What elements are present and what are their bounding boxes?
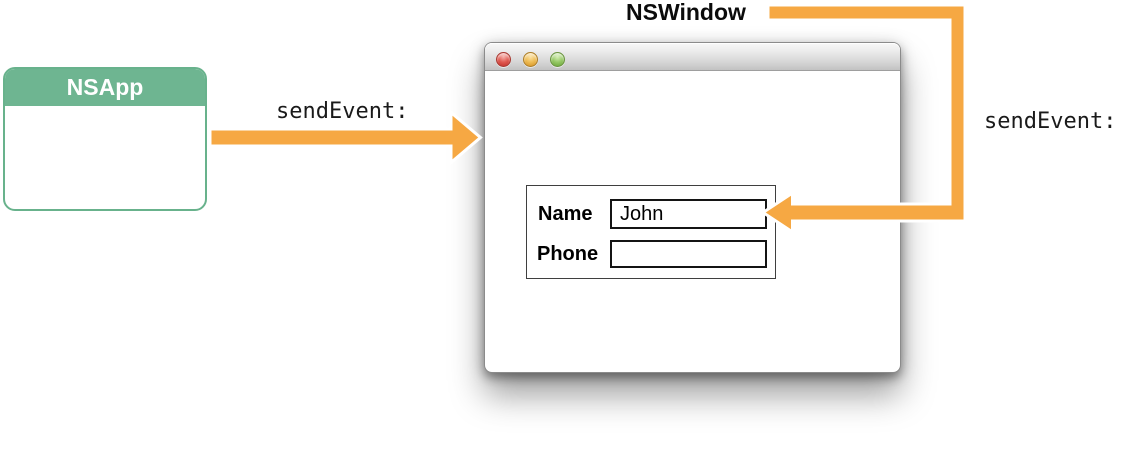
window-title-bar — [485, 43, 900, 71]
name-input[interactable] — [610, 199, 767, 229]
minimize-button[interactable] — [523, 52, 538, 67]
close-button[interactable] — [496, 52, 511, 67]
phone-label: Phone — [537, 243, 599, 265]
zoom-button[interactable] — [550, 52, 565, 67]
send-event-label-right: sendEvent: — [984, 109, 1117, 134]
name-label: Name — [538, 203, 593, 225]
nsapp-title: NSApp — [66, 74, 144, 100]
nsapp-box: NSApp — [3, 67, 207, 211]
form-box: Name Phone — [526, 185, 776, 279]
phone-input[interactable] — [610, 240, 767, 268]
send-event-label-left: sendEvent: — [276, 99, 409, 124]
nswindow-label: NSWindow — [626, 0, 746, 25]
send-event-arrow-icon — [208, 109, 483, 166]
nsapp-header: NSApp — [5, 69, 205, 106]
send-event-elbow-arrow-icon — [760, 3, 967, 235]
